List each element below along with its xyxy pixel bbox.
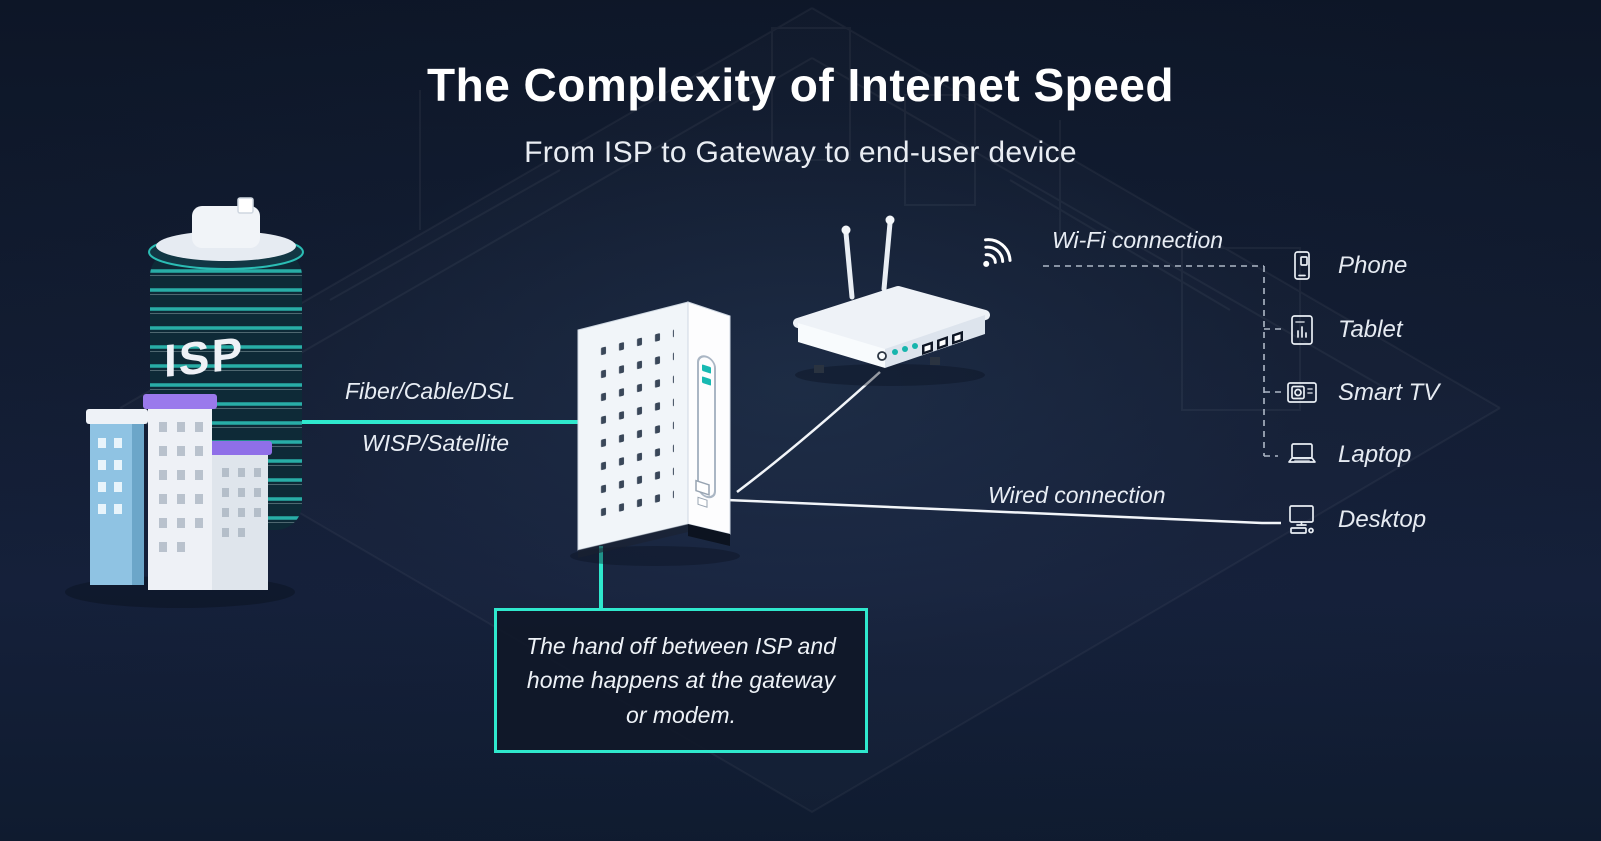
device-row-smart-tv: Smart TV <box>1284 373 1439 413</box>
phone-icon <box>1294 251 1310 280</box>
device-label-smart-tv: Smart TV <box>1338 379 1440 406</box>
wifi-connection-dashed-lines <box>1043 265 1283 457</box>
device-row-laptop: Laptop <box>1284 435 1411 475</box>
device-row-phone: Phone <box>1284 246 1407 286</box>
isp-label: ISP <box>164 327 244 387</box>
wifi-connection-label: Wi-Fi connection <box>1052 227 1224 253</box>
smart-tv-icon <box>1287 382 1317 403</box>
city-buildings <box>86 394 272 590</box>
device-row-desktop: Desktop <box>1284 500 1426 540</box>
tablet-icon <box>1291 315 1313 345</box>
callout-box: The hand off between ISP and home happen… <box>494 608 868 753</box>
desktop-icon <box>1289 505 1314 534</box>
laptop-icon <box>1288 443 1316 463</box>
device-row-tablet: Tablet <box>1284 310 1403 350</box>
isp-building-illustration: ISP <box>65 197 304 608</box>
wired-connection-line <box>726 498 1281 525</box>
page-subtitle: From ISP to Gateway to end-user device <box>524 136 1077 169</box>
device-label-tablet: Tablet <box>1338 316 1403 343</box>
isp-link-label-1: Fiber/Cable/DSL <box>345 378 516 404</box>
wired-connection-label: Wired connection <box>988 482 1166 508</box>
callout-text: The hand off between ISP and home happen… <box>526 632 836 728</box>
isp-link-label-2: WISP/Satellite <box>362 430 509 456</box>
gateway-modem-illustration <box>570 301 740 566</box>
wifi-signal-icon <box>983 238 1012 267</box>
device-label-laptop: Laptop <box>1338 441 1412 468</box>
page-title: The Complexity of Internet Speed <box>427 59 1174 111</box>
device-label-phone: Phone <box>1338 252 1408 279</box>
wifi-router-illustration <box>793 215 1012 386</box>
device-list: Phone Tablet Smart TV <box>1284 0 1564 841</box>
router-antennas <box>843 220 893 300</box>
router-body <box>793 286 990 373</box>
device-label-desktop: Desktop <box>1338 506 1427 533</box>
gateway-to-router-line <box>736 371 881 493</box>
